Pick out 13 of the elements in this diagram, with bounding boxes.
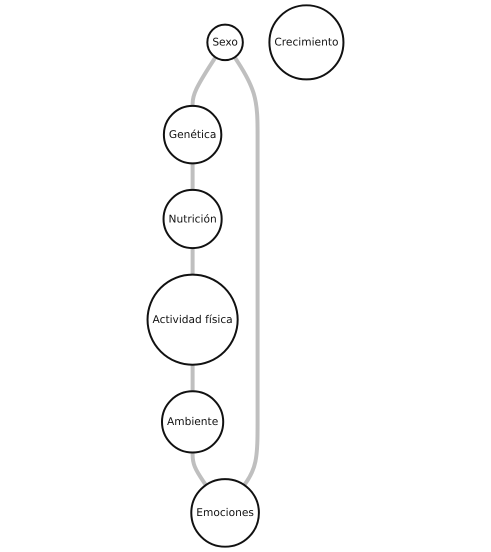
node-circle: Sexo xyxy=(206,24,244,62)
connector xyxy=(233,56,260,486)
connector xyxy=(190,248,195,275)
connector xyxy=(190,163,195,190)
node-circle: Crecimiento xyxy=(268,4,344,80)
node-circle: Actividad física xyxy=(146,274,239,366)
node-circle: Genética xyxy=(162,104,222,164)
node-circle: Ambiente xyxy=(161,390,224,454)
connector xyxy=(190,452,208,486)
connector xyxy=(190,56,218,106)
node-circle: Emociones xyxy=(190,478,260,548)
node-circle: Nutrición xyxy=(162,188,223,250)
connector xyxy=(190,364,195,392)
